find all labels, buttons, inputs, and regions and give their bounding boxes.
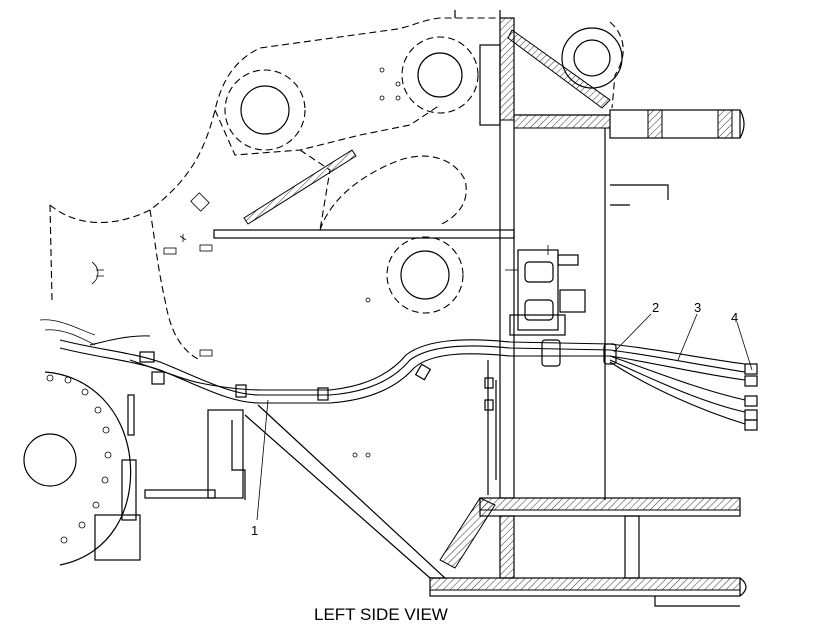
lower-diagonal-brace	[244, 404, 496, 579]
left-fittings	[39, 261, 494, 436]
callout-leaders	[256, 313, 753, 521]
view-caption: LEFT SIDE VIEW	[314, 605, 448, 624]
upper-right-arm	[609, 109, 745, 206]
upper-frame-outline	[49, 17, 624, 361]
valve-block	[505, 245, 586, 336]
left-wheel-hub	[23, 371, 246, 566]
callout-2: 2	[652, 300, 659, 315]
callout-3: 3	[694, 300, 701, 315]
lower-frame	[429, 497, 747, 607]
pivot-boss-upper-left	[224, 69, 306, 151]
pivot-boss-middle	[386, 236, 464, 314]
pivot-boss-upper-center	[401, 36, 479, 114]
mid-cross-plate	[213, 229, 515, 239]
bolt-marks	[163, 67, 401, 458]
callout-4: 4	[731, 310, 738, 325]
callout-1: 1	[251, 523, 258, 538]
hose-bundle	[59, 335, 758, 431]
